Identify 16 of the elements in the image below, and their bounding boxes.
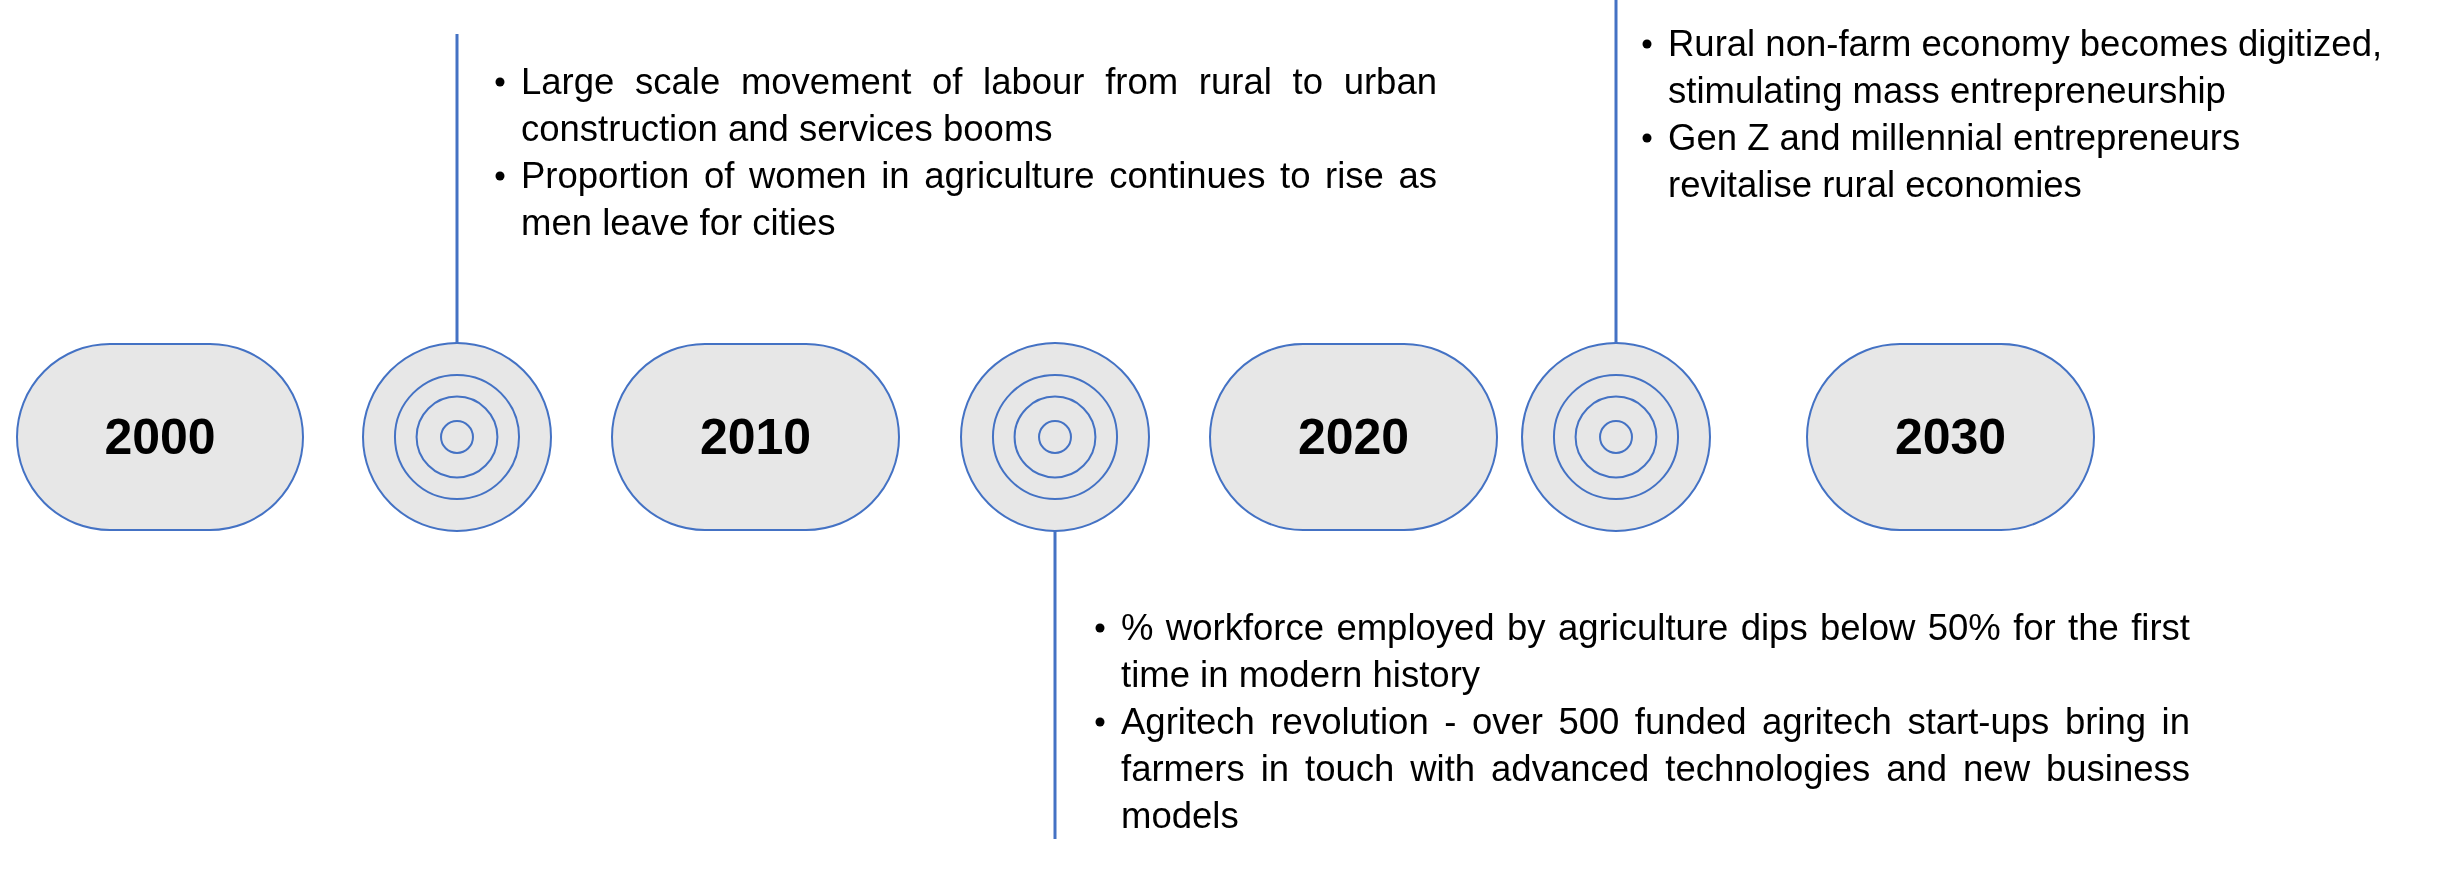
year-label: 2000 [16,343,304,531]
target-icon [1520,341,1712,533]
year-label: 2020 [1209,343,1498,531]
bullet-text: Rural non-farm economy becomes digitized, stimulating mass entrepreneurship [1668,22,2384,113]
target-icon [361,341,553,533]
bullet-text: Large scale movement of labour from rural to urban construction and services booms [521,60,1437,151]
leader-line [1053,531,1057,839]
leader-line [1614,0,1618,343]
bullet-text: Gen Z and millennial entrepreneurs revitalise rural economies [1668,116,2242,207]
target-icon [959,341,1151,533]
bullet-text: % workforce employed by agriculture dips below 50% for the first time in modern history [1121,606,2190,697]
bullet-text: Proportion of women in agriculture continues to rise as men leave for cities [521,154,1437,245]
year-label: 2030 [1806,343,2095,531]
year-label: 2010 [611,343,900,531]
leader-line [455,34,459,343]
bullet-text: Agritech revolution - over 500 funded agritech start-ups bring in farmers in touch with advanced technologies and new business models [1121,700,2190,838]
